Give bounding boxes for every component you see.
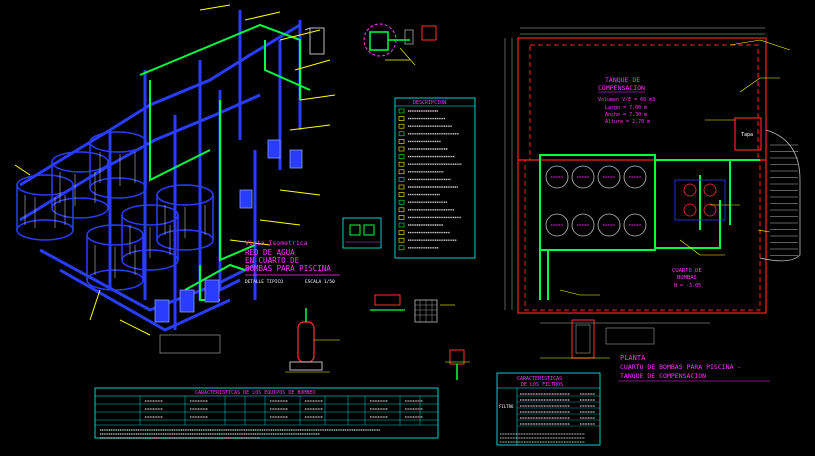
plan-title-line1: PLANTA xyxy=(620,354,646,362)
tank-label-height: Altura = 2.70 m xyxy=(605,119,650,125)
plan-green-pipes xyxy=(539,154,760,300)
room-label: CUARTO DE BOMBAS N = -3.05 xyxy=(672,268,702,289)
filter-table-title1: CARACTERISTICAS xyxy=(517,376,562,382)
legend-symbol xyxy=(398,123,405,129)
plan-filter-circle xyxy=(571,165,595,189)
detail-small-cyan xyxy=(342,217,382,249)
legend-symbol xyxy=(398,177,405,182)
iso-title-line3: EN CUARTO DE xyxy=(245,256,300,265)
iso-tank-hatching xyxy=(24,152,206,278)
plan-pumps xyxy=(674,179,726,221)
iso-pumps xyxy=(154,139,303,354)
filter-table-grid xyxy=(500,393,600,443)
iso-title-line4: BOMBAS PARA PISCINA xyxy=(245,264,331,273)
plan-title-line3: TANQUE DE COMPENSACION xyxy=(620,372,706,380)
plan-stair-outline xyxy=(759,129,801,262)
tank-label-volume: Volumen V/E = 60 m3 xyxy=(598,97,655,103)
plan-sump xyxy=(540,319,655,359)
legend-symbol xyxy=(398,161,405,167)
plan-filter-circle xyxy=(545,213,569,237)
plan-filter-circle xyxy=(597,213,621,237)
legend-title: DESCRIPCION xyxy=(413,100,446,106)
legend-symbol xyxy=(398,154,405,159)
legend-symbol xyxy=(398,131,405,137)
plan-leaders xyxy=(559,39,791,296)
plan-filter-circle xyxy=(623,165,647,189)
tank-label-width: Ancho = 7.30 m xyxy=(605,112,647,118)
legend-symbol xyxy=(398,230,405,235)
iso-title-scale-right: ESCALA 1/50 xyxy=(305,279,335,285)
legend-symbol xyxy=(398,184,405,190)
room-label-line2: BOMBAS xyxy=(677,275,697,281)
filter-row-label: FILTRO xyxy=(499,404,514,409)
detail-tank-elevation xyxy=(285,308,340,373)
iso-title-line1: Vista Isometrica xyxy=(245,239,308,247)
plan-stairs xyxy=(770,144,798,256)
legend-symbol xyxy=(398,215,405,220)
detail-grating xyxy=(370,294,455,323)
pump-table-grid xyxy=(95,396,438,439)
iso-yellow-annotations xyxy=(14,4,336,336)
pump-table-title: CARACTERISTICAS DE LOS EQUIPOS DE BOMBEO xyxy=(195,390,315,396)
legend-symbol xyxy=(398,199,405,205)
filter-table-title2: DE LOS FILTROS xyxy=(521,382,563,388)
room-label-level: N = -3.05 xyxy=(674,283,701,289)
plan-filter-circle xyxy=(623,213,647,237)
room-label-line1: CUARTO DE xyxy=(672,268,702,274)
legend-symbol xyxy=(398,116,405,121)
plan-title-line2: CUARTO DE BOMBAS PARA PISCINA - xyxy=(620,363,741,371)
detail-top-center xyxy=(363,23,437,66)
iso-tank xyxy=(16,174,74,241)
iso-tank xyxy=(156,184,214,251)
plan-walls xyxy=(517,37,767,314)
plan-filters xyxy=(545,165,647,237)
legend-symbol xyxy=(398,108,405,114)
legend-symbol xyxy=(398,207,405,213)
legend-symbol xyxy=(398,146,405,152)
isometric-view: Vista Isometrica RED DE AGUA EN CUARTO D… xyxy=(14,4,340,354)
tank-label-title2: COMPENSACION xyxy=(598,84,645,92)
legend-symbol xyxy=(398,169,405,175)
legend-symbol xyxy=(398,222,405,228)
tank-label-length: Largo = 7.00 m xyxy=(605,105,647,111)
legend-symbol xyxy=(398,139,405,144)
iso-filter-tanks xyxy=(16,131,214,291)
iso-title-block: Vista Isometrica RED DE AGUA EN CUARTO D… xyxy=(245,239,340,285)
legend-symbol xyxy=(398,245,405,251)
plan-title-block: PLANTA CUARTO DE BOMBAS PARA PISCINA - T… xyxy=(618,354,770,382)
legend-panel: DESCRIPCION xyxy=(394,97,476,259)
iso-wall-fixture xyxy=(304,27,325,55)
filter-table: CARACTERISTICAS DE LOS FILTROS FILTRO xyxy=(496,372,601,446)
tank-label-title1: TANQUE DE xyxy=(605,76,640,84)
iso-tank xyxy=(51,151,109,219)
plan-filter-circle xyxy=(545,165,569,189)
iso-green-pipes xyxy=(139,23,311,301)
plan-view: TANQUE DE COMPENSACION Volumen V/E = 60 … xyxy=(504,27,801,382)
pump-table: CARACTERISTICAS DE LOS EQUIPOS DE BOMBEO xyxy=(94,387,439,439)
iso-title-scale-left: DETALLE TIPICO xyxy=(245,279,283,285)
iso-tank xyxy=(89,131,147,199)
plan-filter-circle xyxy=(571,213,595,237)
legend-symbol xyxy=(398,192,405,197)
legend-symbol xyxy=(398,237,405,243)
iso-title-line2: RED DE AGUA xyxy=(245,248,295,257)
tapa-label: Tapa xyxy=(741,132,753,138)
plan-dimensions xyxy=(504,27,765,324)
legend-rows xyxy=(398,108,462,251)
tank-label: TANQUE DE COMPENSACION Volumen V/E = 60 … xyxy=(598,76,655,125)
detail-valve xyxy=(445,349,470,380)
plan-filter-circle xyxy=(597,165,621,189)
